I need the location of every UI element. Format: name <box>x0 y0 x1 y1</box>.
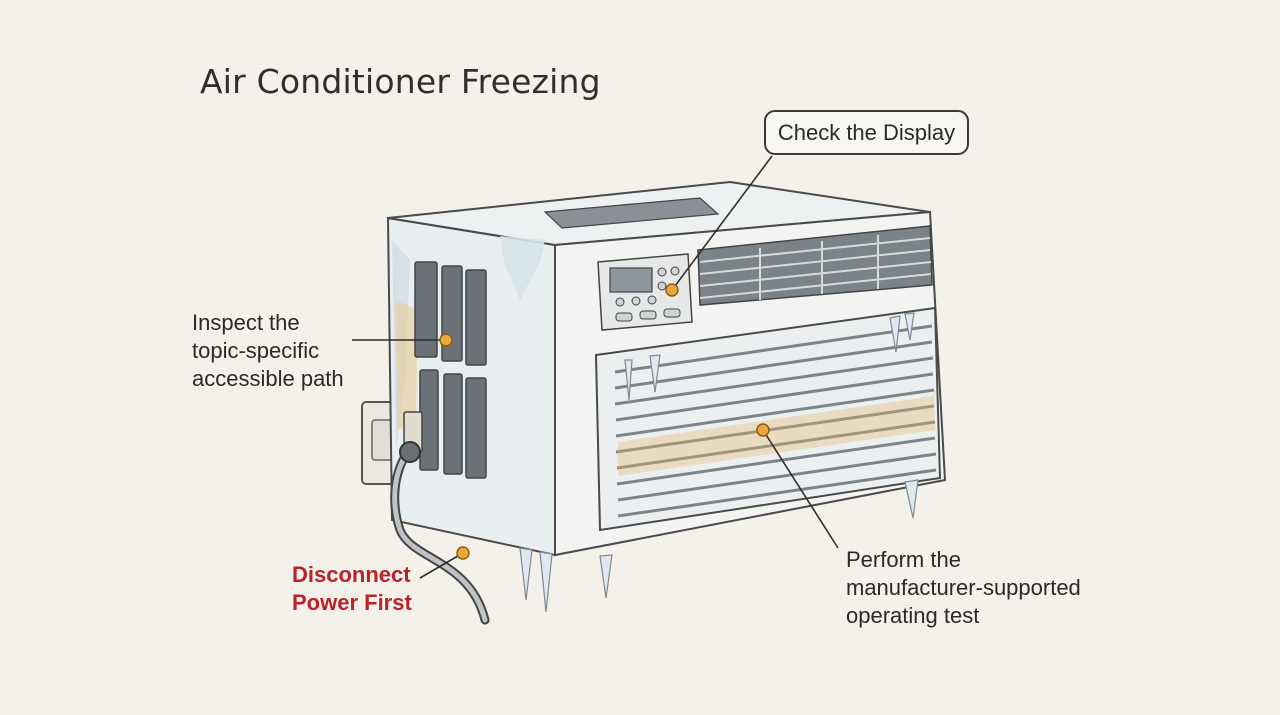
callout-operating-test: Perform the manufacturer-supported opera… <box>846 546 1081 630</box>
callout-perform-line-1: Perform the <box>846 547 961 572</box>
callout-warning-line-2: Power First <box>292 590 412 615</box>
callout-perform-line-3: operating test <box>846 603 980 628</box>
power-cord <box>390 441 490 625</box>
marker-access-path[interactable] <box>439 333 453 347</box>
callout-check-display: Check the Display <box>764 110 969 155</box>
callout-disconnect-power: Disconnect Power First <box>292 561 412 617</box>
callout-inspect-line-1: Inspect the <box>192 310 300 335</box>
leader-lines <box>352 155 839 579</box>
callout-inspect-path: Inspect the topic-specific accessible pa… <box>192 309 344 393</box>
callout-perform-line-2: manufacturer-supported <box>846 575 1081 600</box>
marker-display[interactable] <box>665 283 679 297</box>
marker-power[interactable] <box>456 546 470 560</box>
callout-inspect-line-3: accessible path <box>192 366 344 391</box>
marker-operating-test[interactable] <box>756 423 770 437</box>
callout-warning-line-1: Disconnect <box>292 562 411 587</box>
front-panel <box>519 210 947 613</box>
page-title: Air Conditioner Freezing <box>200 62 601 101</box>
callout-inspect-line-2: topic-specific <box>192 338 320 363</box>
